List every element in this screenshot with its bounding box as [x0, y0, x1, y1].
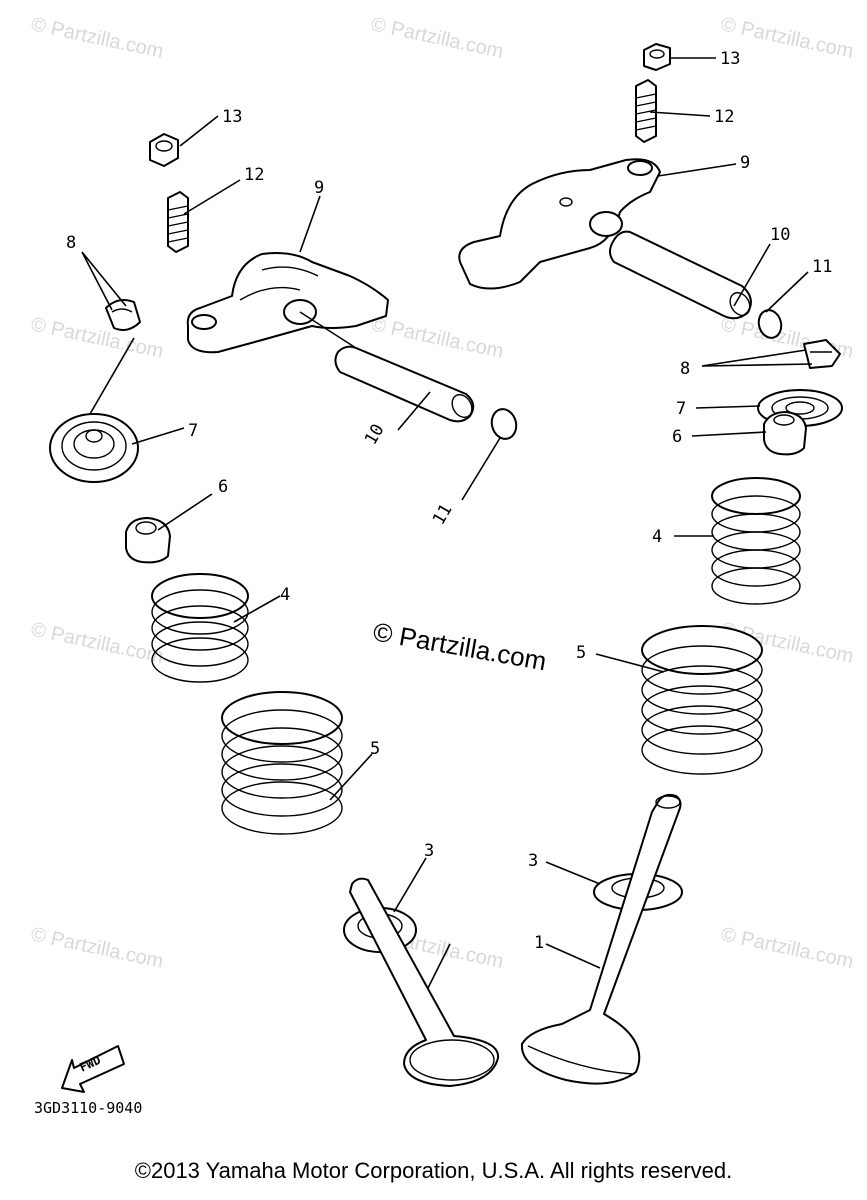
- callout-6-right: 6: [672, 427, 682, 447]
- part-7-retainer-left: [49, 413, 139, 483]
- watermark: © Partzilla.com: [29, 313, 165, 363]
- callout-11-right: 11: [812, 257, 832, 277]
- callout-10-right: 10: [770, 225, 790, 245]
- fwd-arrow-icon: FWD: [61, 1045, 125, 1093]
- part-10-shaft-right: [609, 230, 752, 320]
- leader-lines: [81, 57, 813, 989]
- part-2-valve-left: [349, 877, 500, 1087]
- diagram-code: 3GD3110-9040: [34, 1099, 142, 1117]
- part-5-outer-spring-left: [221, 691, 343, 835]
- callout-9-left: 9: [314, 178, 324, 198]
- callout-13-right: 13: [720, 49, 740, 69]
- callout-7-right: 7: [676, 399, 686, 419]
- part-12-adjuster-left: [167, 191, 189, 253]
- callout-1-right: 1: [534, 933, 544, 953]
- watermark: © Partzilla.com: [369, 313, 505, 363]
- part-9-rocker-arm-right: [458, 158, 661, 290]
- watermark: © Partzilla.com: [719, 923, 855, 973]
- part-1-valve-right: [520, 793, 682, 1085]
- part-4-inner-spring-right: [711, 477, 801, 605]
- part-12-adjuster-right: [635, 79, 657, 143]
- watermark: © Partzilla.com: [369, 13, 505, 63]
- callout-7-left: 7: [188, 421, 198, 441]
- callout-8-left: 8: [66, 233, 76, 253]
- part-5-outer-spring-right: [641, 625, 763, 775]
- callout-10-left: 10: [361, 421, 389, 449]
- callout-5-right: 5: [576, 643, 586, 663]
- part-13-nut-left: [149, 133, 179, 167]
- callout-12-right: 12: [714, 107, 734, 127]
- callout-4-left: 4: [280, 585, 290, 605]
- callout-12-left: 12: [244, 165, 264, 185]
- watermark: © Partzilla.com: [29, 618, 165, 668]
- part-11-o-ring-right: [757, 309, 783, 339]
- part-6-seal-left: [125, 517, 171, 564]
- callout-11-left: 11: [429, 501, 457, 529]
- center-watermark: © Partzilla.com: [371, 616, 549, 676]
- watermark: © Partzilla.com: [29, 923, 165, 973]
- watermark: © Partzilla.com: [29, 13, 165, 63]
- callout-6-left: 6: [218, 477, 228, 497]
- part-10-shaft-left: [299, 311, 475, 423]
- part-8-collets-left: [105, 299, 141, 331]
- callout-9-right: 9: [740, 153, 750, 173]
- callout-5-left: 5: [370, 739, 380, 759]
- part-11-o-ring-left: [490, 408, 518, 440]
- callout-3-left: 3: [424, 841, 434, 861]
- part-9-rocker-arm-left: [186, 252, 389, 354]
- callout-3-right: 3: [528, 851, 538, 871]
- callout-4-right: 4: [652, 527, 662, 547]
- part-13-nut-right: [643, 43, 671, 71]
- callout-8-right: 8: [680, 359, 690, 379]
- part-4-inner-spring-left: [151, 573, 249, 683]
- copyright-notice: ©2013 Yamaha Motor Corporation, U.S.A. A…: [134, 1158, 733, 1183]
- callout-13-left: 13: [222, 107, 242, 127]
- part-6-seal-right: [763, 411, 807, 456]
